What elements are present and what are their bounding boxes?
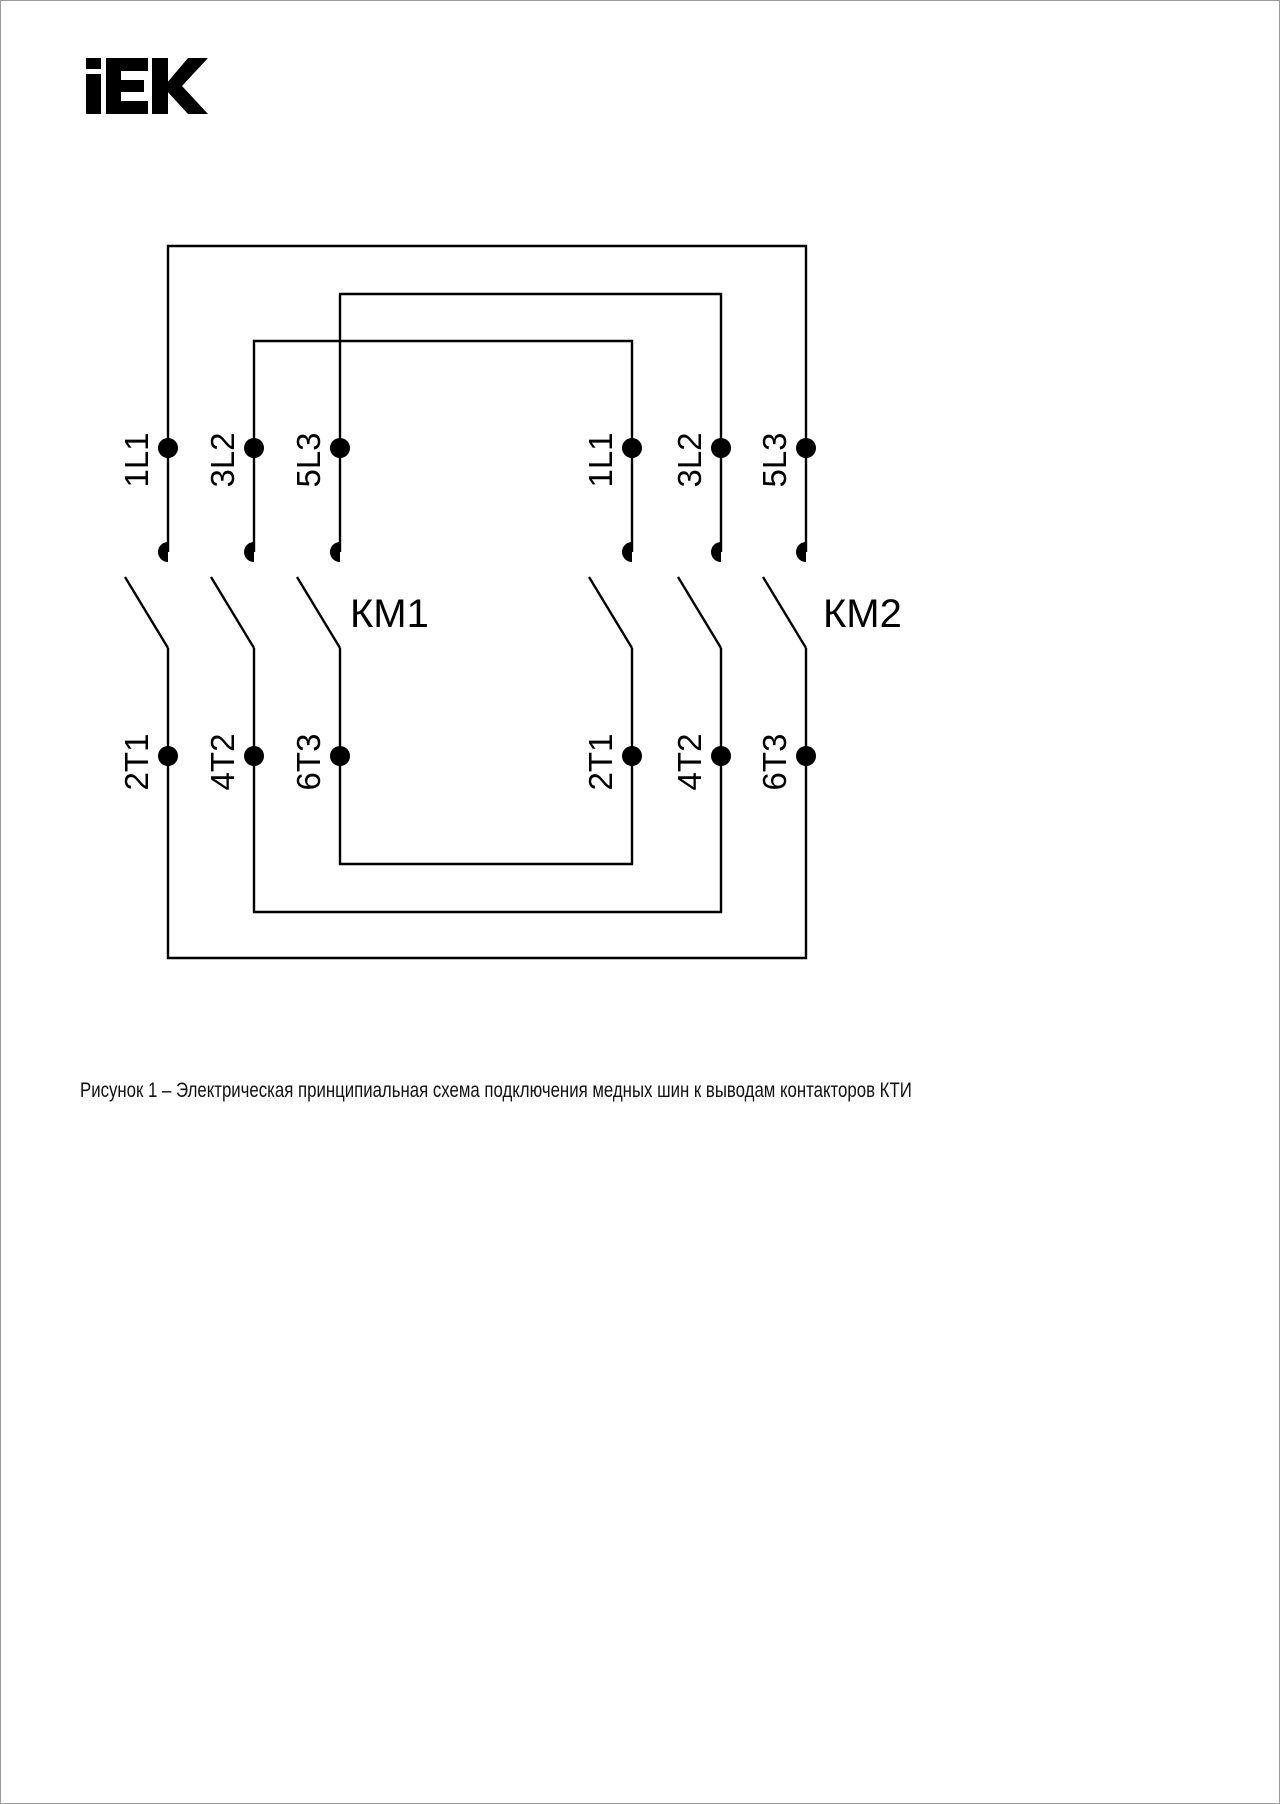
figure-caption: Рисунок 1 – Электрическая принципиальная… [80,1079,912,1102]
load-terminal-label: 4T2 [671,734,708,791]
load-terminal-label: 2T1 [118,734,155,791]
fixed-contact [330,542,340,562]
load-terminal-label: 2T1 [582,734,619,791]
fixed-contact [711,542,721,562]
iek-logo [86,58,208,114]
line-terminal-label: 3L2 [671,432,708,487]
line-terminal-dot [158,438,178,458]
fixed-contact [796,542,806,562]
busbar-top-middle [338,292,723,448]
load-terminal-dot [796,746,816,766]
busbar-bottom-inner [338,756,634,866]
load-terminal-label: 4T2 [204,734,241,791]
busbar-connections [166,244,808,960]
switch-blade [295,576,342,649]
line-terminal-label: 3L2 [204,432,241,487]
load-terminal-label: 6T3 [756,734,793,791]
fixed-contact [244,542,254,562]
fixed-contact [158,542,168,562]
load-terminal-dot [244,746,264,766]
switch-blade [676,576,723,649]
line-terminal-dot [711,438,731,458]
line-terminal-dot [796,438,816,458]
switch-blade [587,576,634,649]
load-terminal-dot [158,746,178,766]
busbar-top-outer [166,244,808,448]
load-terminal-dot [711,746,731,766]
contactor-label: КМ2 [823,592,902,636]
contactor-label: КМ1 [350,592,429,636]
switch-blade [123,576,170,649]
busbar-top-inner [252,339,634,448]
line-terminal-dot [622,438,642,458]
contactor-1: 1L1 2T1 3L2 4T2 5L3 6T3 КМ1 [118,432,429,790]
switch-blade [209,576,256,649]
switch-blade [761,576,808,649]
busbar-bottom-outer [166,756,808,960]
load-terminal-dot [622,746,642,766]
fixed-contact [622,542,632,562]
busbar-bottom-middle [252,756,723,914]
contactor-2: 1L1 2T1 3L2 4T2 5L3 6T3 КМ2 [582,432,902,790]
load-terminal-dot [330,746,350,766]
line-terminal-dot [244,438,264,458]
line-terminal-label: 5L3 [290,432,327,487]
line-terminal-dot [330,438,350,458]
line-terminal-label: 1L1 [582,432,619,487]
line-terminal-label: 5L3 [756,432,793,487]
line-terminal-label: 1L1 [118,432,155,487]
load-terminal-label: 6T3 [290,734,327,791]
